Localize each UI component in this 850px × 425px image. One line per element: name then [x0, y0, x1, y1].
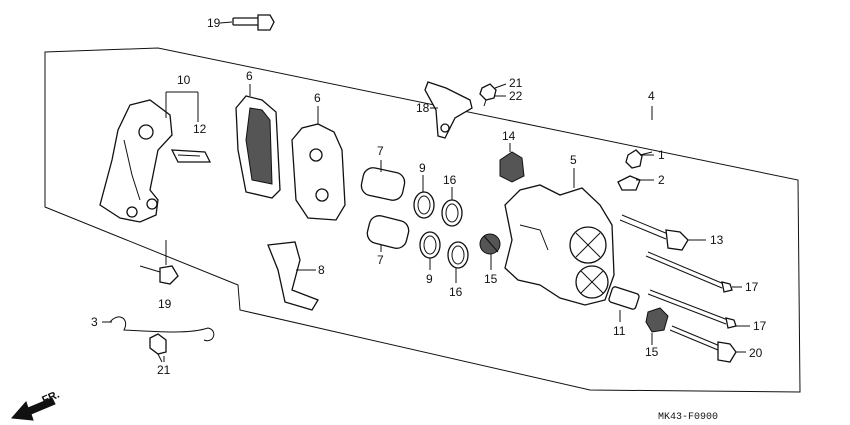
callout-18: 18 — [416, 101, 430, 115]
diagram-code: MK43-F0900 — [658, 412, 718, 423]
callout-10: 10 — [177, 73, 191, 87]
bolt-19-top — [219, 14, 275, 31]
callout-3: 3 — [91, 315, 98, 329]
slide-pin-7a — [360, 167, 406, 201]
callout-7b: 7 — [377, 253, 384, 267]
callout-7a: 7 — [377, 144, 384, 158]
callout-4: 4 — [648, 89, 655, 103]
seal-9a — [413, 191, 435, 219]
screw-21-lower — [149, 333, 167, 363]
callout-21-top: 21 — [509, 76, 523, 90]
callout-19-lower: 19 — [158, 297, 172, 311]
callout-15b: 15 — [645, 345, 659, 359]
brake-pad-6b — [291, 123, 346, 221]
callout-13: 13 — [710, 233, 724, 247]
callout-20: 20 — [749, 346, 763, 360]
pin-17a — [645, 251, 733, 293]
callout-22: 22 — [509, 89, 523, 103]
bolt-19-lower — [139, 240, 179, 285]
leader-lines — [102, 83, 750, 362]
spring-3 — [109, 316, 215, 342]
callout-6a: 6 — [246, 69, 253, 83]
callout-6b: 6 — [314, 91, 321, 105]
assembly-boundary — [44, 47, 801, 393]
callout-9a: 9 — [419, 161, 426, 175]
boot-15a — [479, 233, 501, 255]
seal-16b — [447, 241, 469, 269]
callout-8: 8 — [318, 263, 325, 277]
screw-21-22 — [479, 83, 497, 107]
callout-1: 1 — [658, 148, 665, 162]
callout-5: 5 — [570, 153, 577, 167]
callout-15a: 15 — [484, 272, 498, 286]
caliper-bracket-10 — [99, 99, 173, 223]
callout-14: 14 — [502, 129, 516, 143]
bolt-20 — [669, 325, 737, 363]
boot-15b — [645, 307, 669, 333]
pin-17b — [647, 289, 737, 329]
bracket-18 — [424, 81, 473, 139]
bleeder-1 — [625, 149, 653, 169]
callout-11: 11 — [613, 324, 626, 338]
piston-11 — [608, 286, 640, 310]
callout-9b: 9 — [426, 272, 433, 286]
callout-2: 2 — [658, 173, 665, 187]
caliper-body-5 — [504, 184, 615, 306]
seal-16a — [441, 199, 463, 227]
callout-16b: 16 — [449, 285, 463, 299]
callout-19-top: 19 — [207, 16, 221, 30]
bleeder-cap-2 — [617, 175, 641, 191]
callout-16a: 16 — [443, 173, 457, 187]
callout-21-lower: 21 — [157, 363, 171, 377]
brake-pad-6a — [235, 95, 281, 199]
seal-9b — [419, 231, 441, 259]
callout-17b: 17 — [753, 319, 767, 333]
slide-pin-7b — [366, 215, 410, 249]
pad-spring-12 — [170, 149, 212, 163]
front-direction-arrow — [10, 397, 56, 421]
boot-14 — [499, 151, 525, 183]
front-direction-label: FR. — [40, 389, 61, 407]
callout-17a: 17 — [745, 280, 759, 294]
pad-retainer-8 — [267, 241, 319, 311]
pin-bolt-13 — [619, 214, 689, 251]
callout-12: 12 — [193, 122, 207, 136]
